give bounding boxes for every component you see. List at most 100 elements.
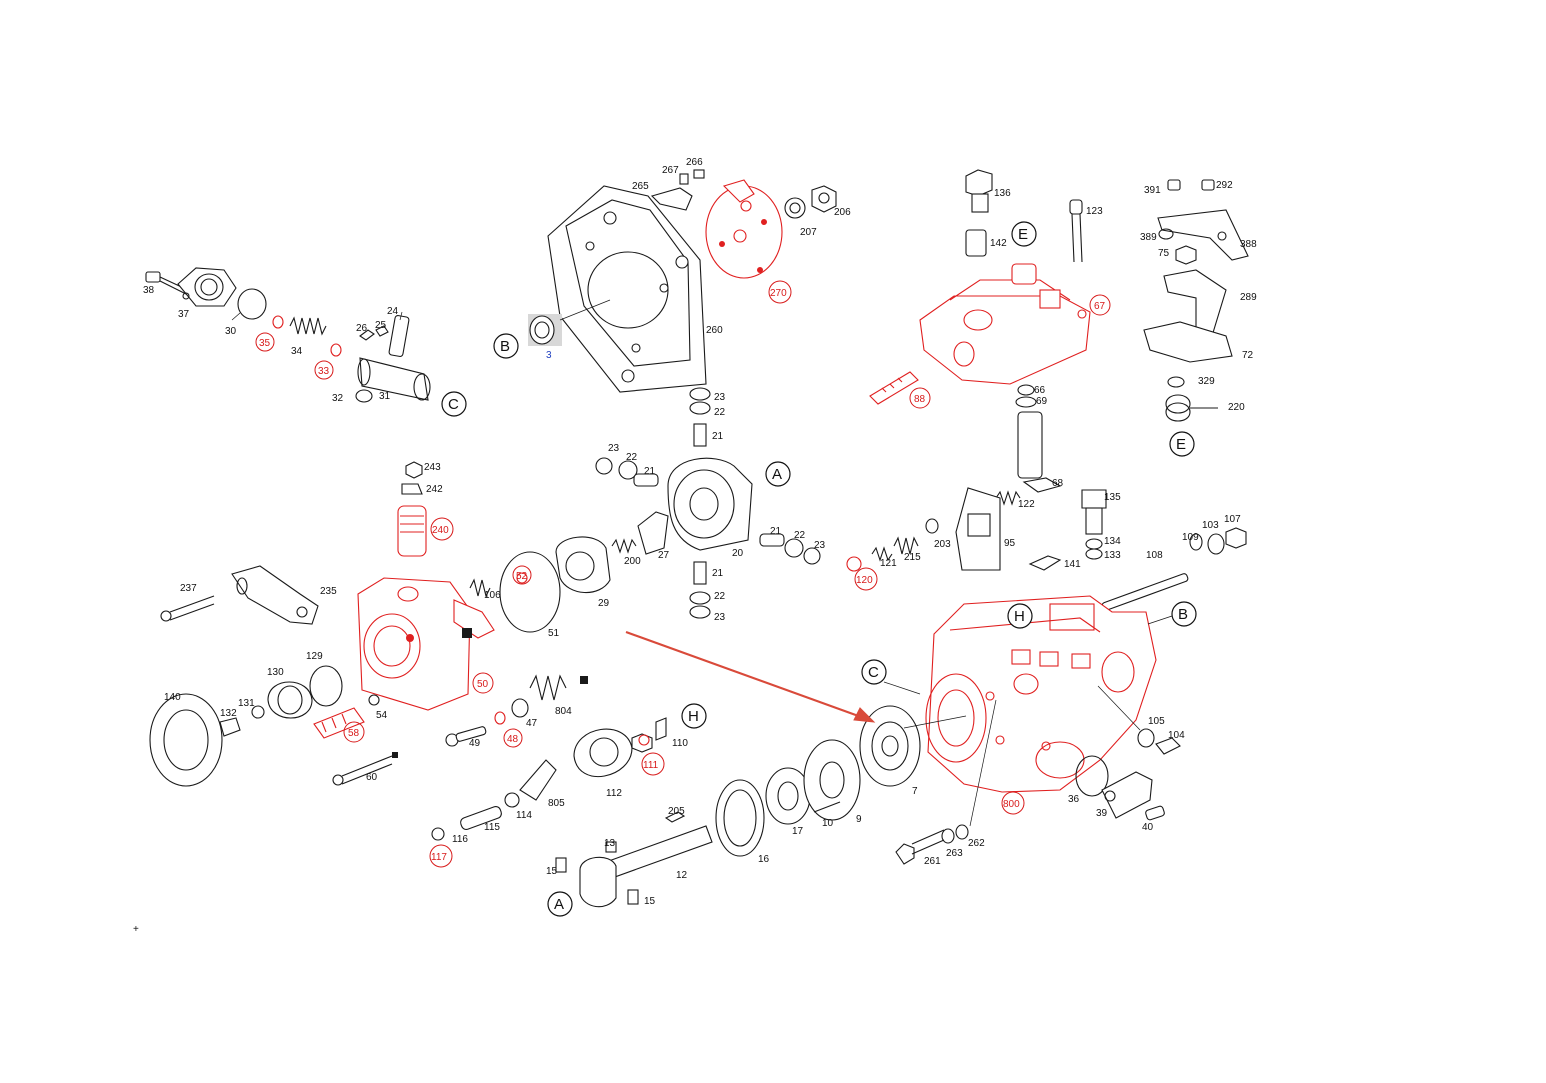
label-22-right: 22	[794, 530, 806, 541]
label-391: 391	[1144, 185, 1161, 196]
ref-marker-b-top: B	[493, 333, 519, 359]
ref-marker-h-left: H	[681, 703, 707, 729]
ref-marker-a-bottom: A	[547, 891, 573, 917]
label-38: 38	[143, 285, 155, 296]
label-120: 120	[856, 575, 873, 586]
label-9: 9	[856, 814, 862, 825]
label-31: 31	[379, 391, 391, 402]
label-47: 47	[526, 718, 538, 729]
label-49: 49	[469, 738, 481, 749]
label-58: 58	[348, 728, 360, 739]
label-115: 115	[484, 822, 500, 833]
label-23-bottom: 23	[714, 612, 726, 623]
label-13: 13	[604, 838, 616, 849]
label-22-left: 22	[626, 452, 638, 463]
label-95: 95	[1004, 538, 1016, 549]
label-805: 805	[548, 798, 565, 809]
svg-text:A: A	[772, 466, 782, 483]
label-200: 200	[624, 556, 641, 567]
label-26: 26	[356, 323, 368, 334]
label-240: 240	[432, 525, 449, 536]
label-34: 34	[291, 346, 303, 357]
shutoff-group	[846, 384, 1247, 611]
label-60: 60	[366, 772, 378, 783]
ref-marker-e-top: E	[1011, 221, 1037, 247]
label-123: 123	[1086, 206, 1103, 217]
label-52: 52	[516, 571, 528, 582]
label-48: 48	[507, 734, 519, 745]
label-103: 103	[1202, 520, 1219, 531]
label-104: 104	[1168, 730, 1185, 741]
pump-housing-group	[883, 595, 1181, 865]
label-133: 133	[1104, 550, 1121, 561]
part-number-labels-black: 38 37 30 34 26 25 24 32 31 267 266 265 2…	[143, 157, 1257, 907]
highlight-arrow	[625, 630, 876, 723]
label-67: 67	[1094, 301, 1106, 312]
label-135: 135	[1104, 492, 1121, 503]
label-242: 242	[426, 484, 443, 495]
label-75: 75	[1158, 248, 1170, 259]
part-number-labels-red: 35 33 270 67 88 240 52 120 50 58 48 111 …	[255, 280, 1111, 868]
ref-marker-b-right: B	[1171, 601, 1197, 627]
roller-ring-group	[555, 387, 821, 619]
label-263: 263	[946, 848, 963, 859]
governor-cover-group	[869, 169, 1091, 405]
distributor-head-group	[149, 461, 561, 787]
ref-marker-c-top: C	[441, 391, 467, 417]
label-141: 141	[1064, 559, 1081, 570]
label-122: 122	[1018, 499, 1035, 510]
label-235: 235	[320, 586, 337, 597]
label-117: 117	[431, 852, 447, 863]
label-237: 237	[180, 583, 197, 594]
label-32: 32	[332, 393, 344, 404]
ref-marker-e-right: E	[1169, 431, 1195, 457]
label-388: 388	[1240, 239, 1257, 250]
label-27: 27	[658, 550, 670, 561]
label-110: 110	[672, 738, 688, 749]
label-50: 50	[477, 679, 489, 690]
svg-text:C: C	[448, 396, 459, 413]
center-lower-group	[431, 674, 921, 908]
label-107: 107	[1224, 514, 1241, 525]
label-17: 17	[792, 826, 804, 837]
label-140: 140	[164, 692, 181, 703]
label-205: 205	[668, 806, 685, 817]
label-22-top: 22	[714, 407, 726, 418]
ref-marker-a-top: A	[765, 461, 791, 487]
label-270: 270	[770, 288, 787, 299]
label-289: 289	[1240, 292, 1257, 303]
label-15-left: 15	[546, 866, 558, 877]
label-68: 68	[1052, 478, 1064, 489]
control-lever-group	[1143, 179, 1249, 422]
label-16: 16	[758, 854, 770, 865]
label-131: 131	[238, 698, 255, 709]
svg-text:B: B	[1178, 606, 1188, 623]
label-72: 72	[1242, 350, 1254, 361]
label-329: 329	[1198, 376, 1215, 387]
label-215: 215	[904, 552, 921, 563]
label-23-left: 23	[608, 443, 620, 454]
label-37: 37	[178, 309, 190, 320]
label-54: 54	[376, 710, 388, 721]
label-35: 35	[259, 338, 271, 349]
label-800: 800	[1003, 799, 1020, 810]
label-88: 88	[914, 394, 926, 405]
label-24: 24	[387, 306, 399, 317]
label-129: 129	[306, 651, 323, 662]
label-114: 114	[516, 810, 532, 821]
label-116: 116	[452, 834, 468, 845]
label-29: 29	[598, 598, 610, 609]
label-262: 262	[968, 838, 985, 849]
label-142: 142	[990, 238, 1007, 249]
label-220: 220	[1228, 402, 1245, 413]
label-7: 7	[912, 786, 918, 797]
label-111: 111	[643, 760, 659, 771]
label-39: 39	[1096, 808, 1108, 819]
svg-text:A: A	[554, 896, 564, 913]
label-203: 203	[934, 539, 951, 550]
label-121: 121	[880, 558, 897, 569]
label-21-right: 21	[770, 526, 782, 537]
label-3: 3	[546, 350, 552, 361]
label-33: 33	[318, 366, 330, 377]
label-112: 112	[606, 788, 622, 799]
